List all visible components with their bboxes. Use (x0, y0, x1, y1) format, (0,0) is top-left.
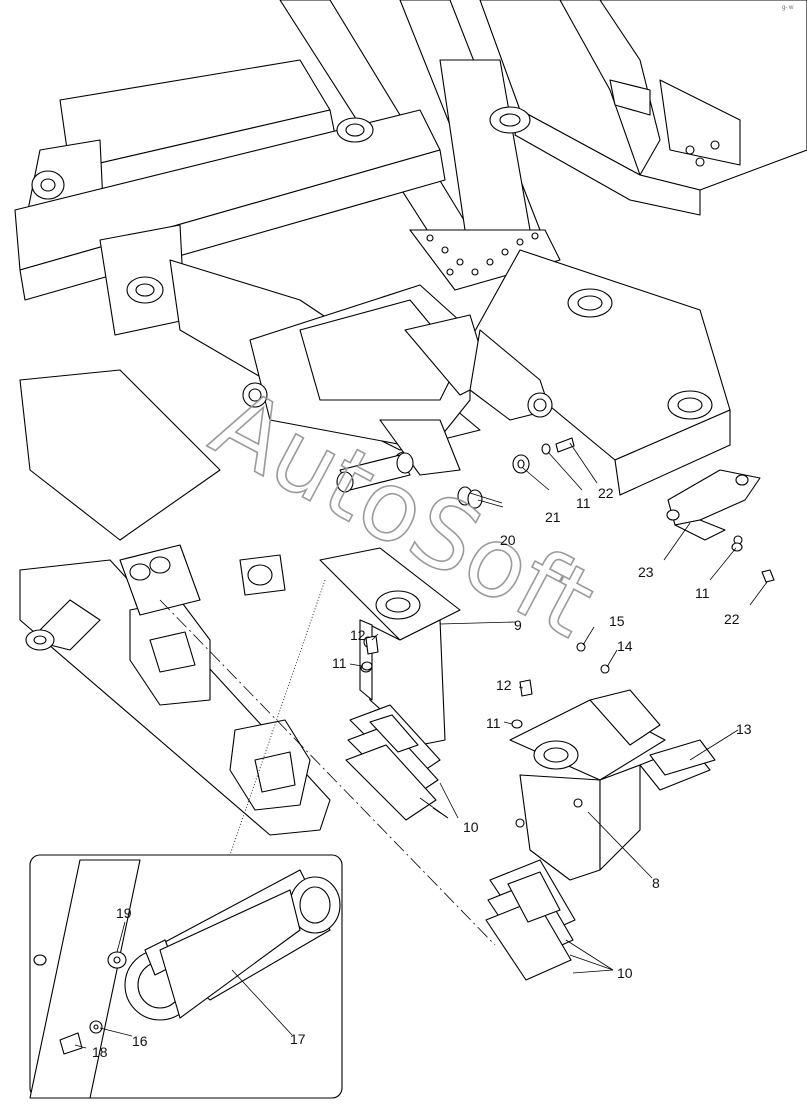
bracket-8 (509, 689, 716, 881)
callout-21: 21 (545, 509, 561, 525)
callout-13: 13 (736, 721, 752, 737)
callout-10-right: 10 (617, 965, 633, 981)
callout-11-a: 11 (576, 495, 591, 511)
corner-mark: g- w (782, 5, 794, 11)
shim-plates-right (485, 859, 576, 981)
callout-9: 9 (514, 617, 522, 633)
callout-22-b: 22 (724, 611, 740, 627)
bracket-23 (666, 469, 775, 583)
callout-10-left: 10 (463, 819, 479, 835)
callout-19: 19 (116, 905, 132, 921)
left-side-member (19, 369, 331, 836)
leader-lines (74, 442, 768, 1049)
callout-14: 14 (617, 638, 633, 654)
callout-15: 15 (609, 613, 625, 629)
callout-labels: 8 9 10 10 11 11 11 11 12 12 13 14 15 16 … (92, 485, 752, 1060)
callout-11-c: 11 (332, 655, 347, 671)
shim-plates-left (345, 704, 441, 821)
inset-detail (29, 854, 343, 1099)
callout-17: 17 (290, 1031, 306, 1047)
callout-20: 20 (500, 532, 516, 548)
center-lines (159, 579, 496, 946)
callout-22-a: 22 (598, 485, 614, 501)
callout-23: 23 (638, 564, 654, 580)
upper-frame (14, 0, 807, 496)
callout-12-b: 12 (496, 677, 512, 693)
pin-assembly-upper (336, 437, 575, 509)
callout-18: 18 (92, 1044, 108, 1060)
callout-8: 8 (652, 875, 660, 891)
callout-12-a: 12 (350, 627, 366, 643)
callout-11-d: 11 (486, 715, 501, 731)
callout-16: 16 (132, 1033, 148, 1049)
callout-11-b: 11 (695, 585, 710, 601)
